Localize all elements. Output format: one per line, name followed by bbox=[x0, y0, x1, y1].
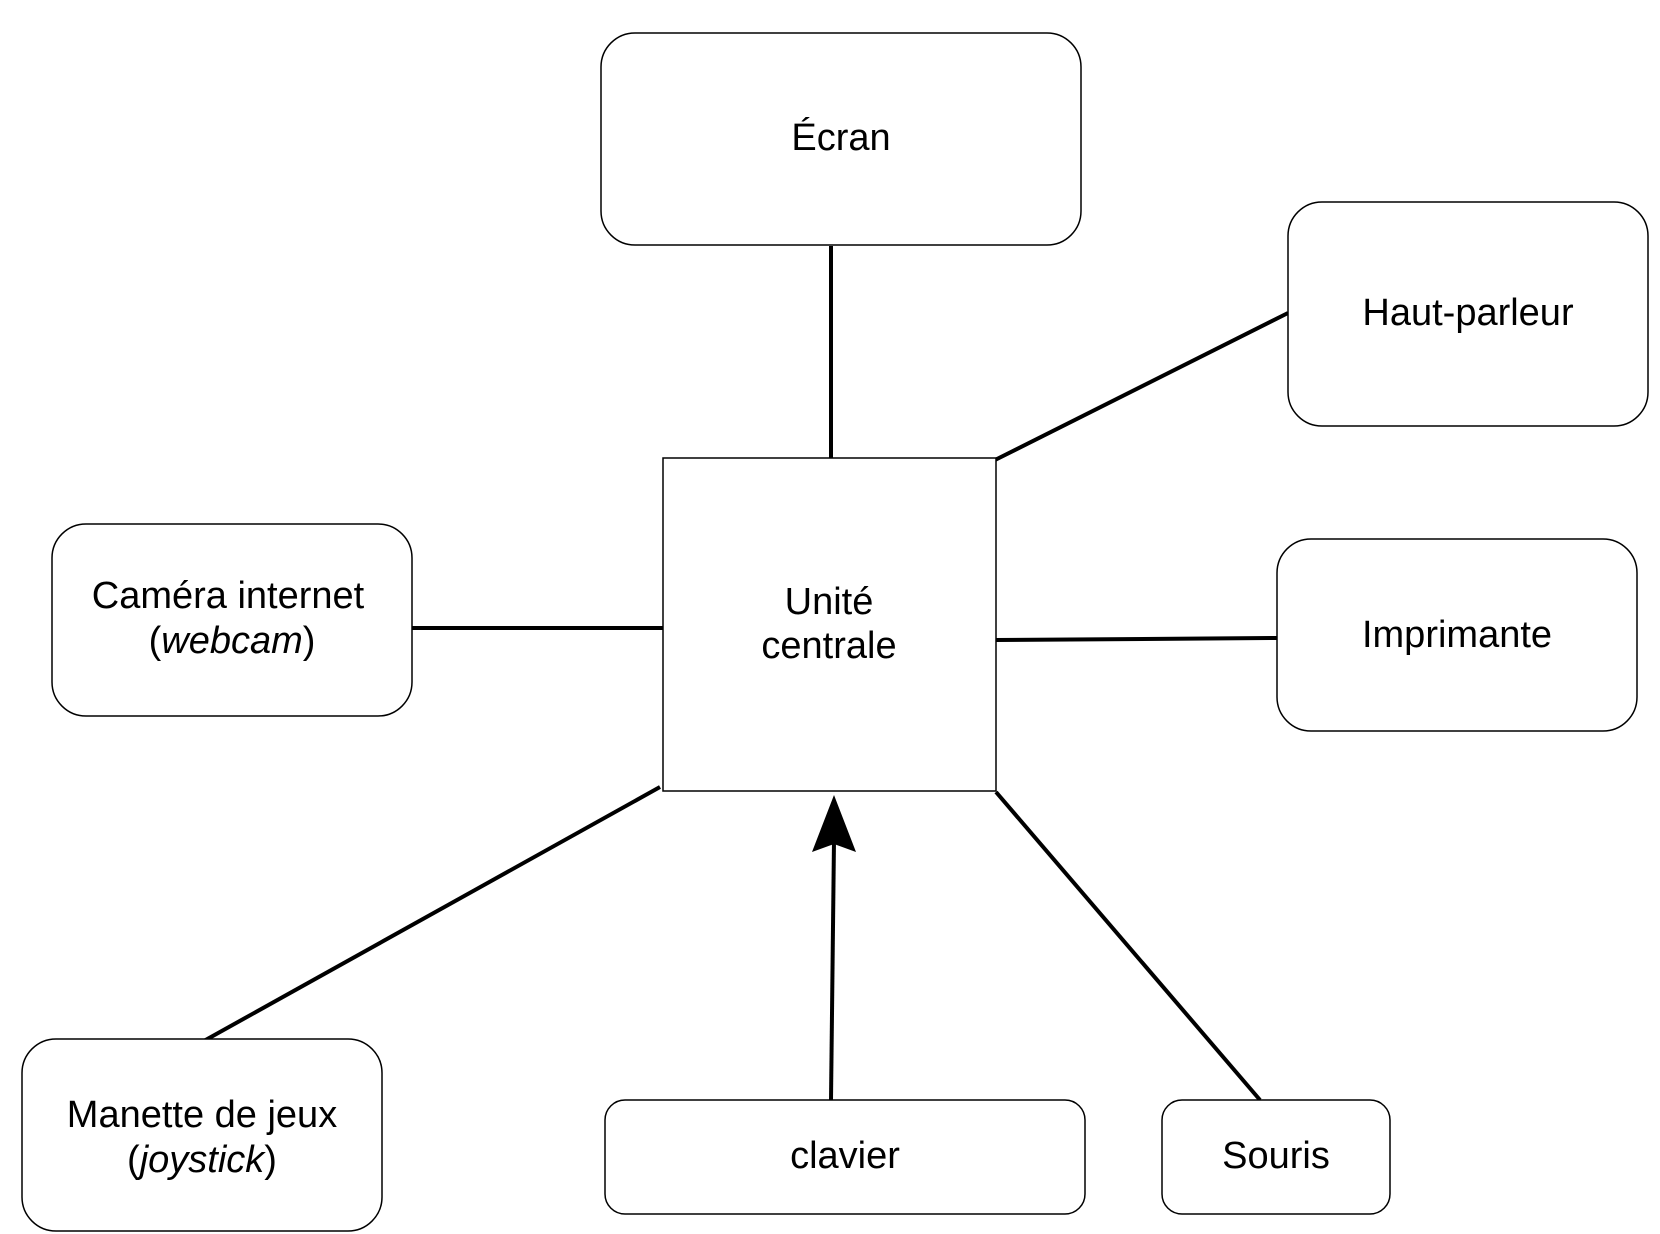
node-ecran-label: Écran bbox=[791, 116, 890, 159]
node-haut-parleur-box bbox=[1287, 201, 1649, 427]
node-unite-centrale-box bbox=[662, 457, 997, 792]
node-souris-box bbox=[1161, 1099, 1391, 1215]
edge-souris-unite bbox=[994, 790, 1262, 1102]
node-camera-webcam: webcam bbox=[161, 620, 303, 662]
node-haut-parleur-label: Haut-parleur bbox=[1362, 292, 1574, 334]
node-camera-label-line2: (webcam) bbox=[149, 620, 316, 662]
node-camera-box bbox=[51, 523, 413, 717]
node-manette-label-line2: (joystick) bbox=[127, 1139, 277, 1181]
node-camera-paren-open: ( bbox=[149, 620, 162, 662]
node-manette-label-line1: Manette de jeux bbox=[67, 1094, 337, 1136]
node-clavier: clavier bbox=[604, 1099, 1086, 1215]
node-ecran-box bbox=[600, 32, 1082, 246]
node-imprimante-box bbox=[1276, 538, 1638, 732]
node-souris: Souris bbox=[1161, 1099, 1391, 1215]
node-haut-parleur: Haut-parleur bbox=[1287, 201, 1649, 427]
node-clavier-box bbox=[604, 1099, 1086, 1215]
edges bbox=[201, 246, 1289, 1102]
edge-clavier-unite bbox=[829, 839, 836, 1101]
edge-imprimante-unite bbox=[995, 636, 1278, 642]
node-manette-paren-open: ( bbox=[127, 1139, 140, 1181]
node-ecran: Écran bbox=[600, 32, 1082, 246]
node-manette-box bbox=[21, 1038, 383, 1232]
node-manette: Manette de jeux (joystick) bbox=[21, 1038, 383, 1232]
arrowhead-clavier-unite bbox=[812, 795, 856, 852]
node-clavier-label: clavier bbox=[790, 1135, 900, 1177]
node-imprimante: Imprimante bbox=[1276, 538, 1638, 732]
node-manette-joystick: joystick bbox=[135, 1139, 267, 1181]
node-imprimante-label: Imprimante bbox=[1362, 614, 1552, 656]
node-camera: Caméra internet (webcam) bbox=[51, 523, 413, 717]
node-manette-paren-close: ) bbox=[264, 1139, 277, 1181]
node-souris-label: Souris bbox=[1222, 1135, 1330, 1177]
node-camera-label-line1: Caméra internet bbox=[92, 575, 365, 617]
node-camera-paren-close: ) bbox=[303, 620, 316, 662]
node-unite-centrale-line1: Unité bbox=[785, 581, 874, 623]
edge-haut-parleur-unite bbox=[994, 311, 1289, 462]
node-unite-centrale: Unité centrale bbox=[662, 457, 997, 792]
edge-manette-unite bbox=[201, 785, 661, 1044]
node-unite-centrale-line2: centrale bbox=[761, 625, 896, 667]
